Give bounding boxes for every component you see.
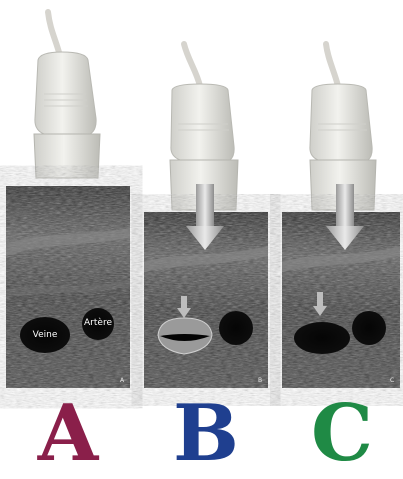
panel-c-graphic bbox=[276, 0, 403, 400]
artery-shape bbox=[219, 311, 253, 345]
panel-b: B bbox=[138, 0, 278, 400]
ultrasound-image-b bbox=[144, 184, 268, 388]
ultrasound-image-c bbox=[282, 184, 400, 388]
artery-shape bbox=[352, 311, 386, 345]
vein-shape bbox=[294, 322, 350, 354]
probe-cable bbox=[326, 44, 338, 86]
panel-a: Veine Artère A bbox=[0, 0, 140, 400]
panel-a-corner-label: A bbox=[120, 377, 124, 384]
panel-c: C bbox=[276, 0, 403, 400]
panel-b-graphic bbox=[138, 0, 278, 400]
ultrasound-image-a bbox=[6, 186, 130, 388]
probe-cable bbox=[184, 44, 200, 86]
panel-b-corner-label: B bbox=[258, 377, 262, 384]
artery-label: Artère bbox=[76, 318, 120, 328]
panel-c-corner-label: C bbox=[390, 377, 394, 384]
vein-label: Veine bbox=[20, 330, 70, 340]
panel-a-graphic bbox=[0, 0, 140, 400]
letter-a: A bbox=[8, 392, 128, 476]
ultrasound-probe-icon bbox=[34, 52, 100, 178]
letter-c: C bbox=[282, 392, 402, 476]
letter-b: B bbox=[146, 392, 266, 476]
probe-cable bbox=[48, 12, 60, 56]
